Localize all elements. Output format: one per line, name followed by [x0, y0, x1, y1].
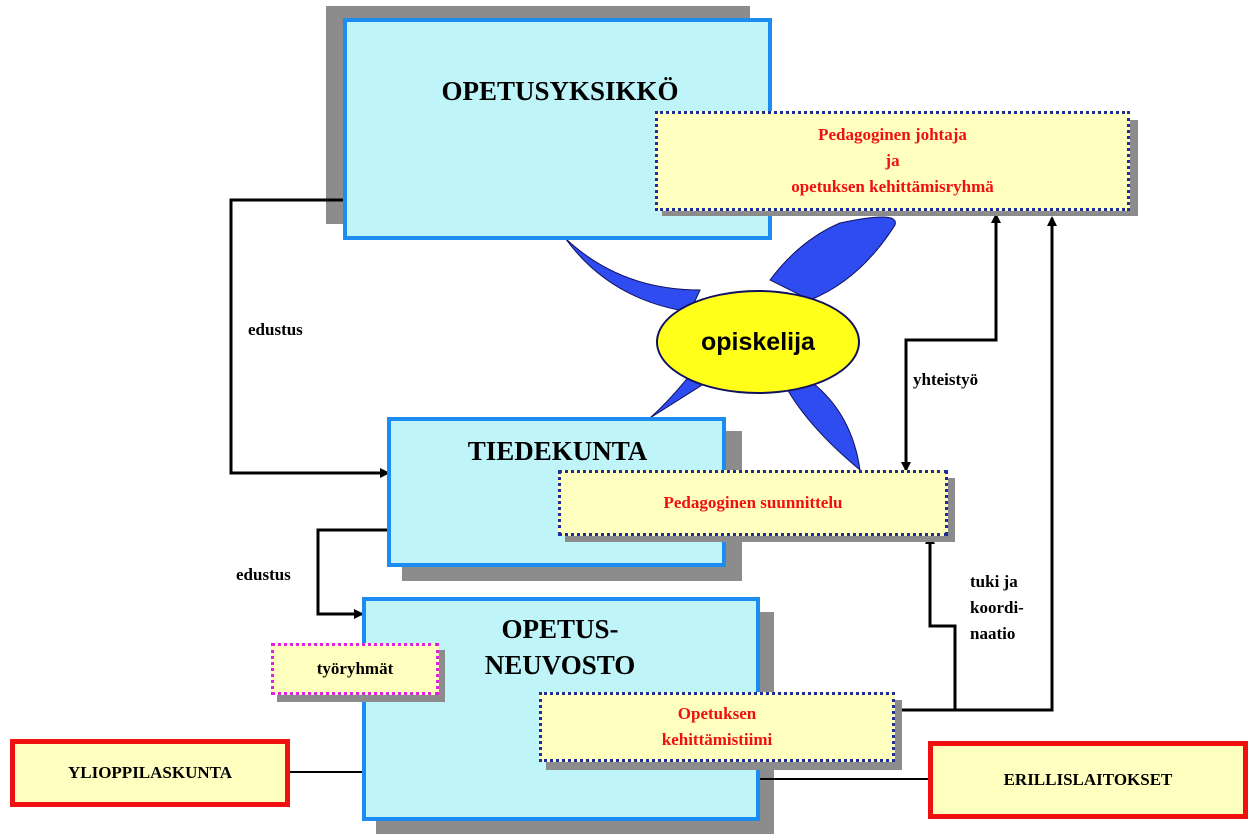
star-ray — [779, 367, 861, 472]
ylioppilaskunta-label: YLIOPPILASKUNTA — [67, 763, 233, 782]
kehittamistiimi-line1: Opetuksen — [677, 704, 757, 723]
opiskelija-label: opiskelija — [701, 327, 815, 356]
pedagoginen-johtaja-line1: Pedagoginen johtaja — [818, 125, 967, 144]
star-ray — [769, 216, 896, 301]
tuki-line3-label: naatio — [970, 624, 1016, 643]
opetusyksikko-title: OPETUSYKSIKKÖ — [441, 76, 679, 106]
tuki-line1-label: tuki ja — [970, 572, 1018, 591]
pedagoginen-suunnittelu-label: Pedagoginen suunnittelu — [663, 493, 843, 512]
pedagoginen-johtaja-line3: opetuksen kehittämisryhmä — [791, 177, 994, 196]
kehittamistiimi-note: Opetuksen kehittämistiimi — [539, 692, 895, 762]
opetusneuvosto-title-line2: NEUVOSTO — [484, 650, 636, 680]
erillislaitokset-box: ERILLISLAITOKSET — [928, 741, 1248, 819]
tuki-line2-label: koordi- — [970, 598, 1024, 617]
yhteistyo-label: yhteistyö — [913, 370, 979, 389]
pedagoginen-suunnittelu-note: Pedagoginen suunnittelu — [558, 470, 948, 536]
opetusneuvosto-title-line1: OPETUS- — [501, 614, 619, 644]
tyoryhmat-note: työryhmät — [271, 643, 439, 695]
pedagoginen-johtaja-line2: ja — [885, 151, 900, 170]
tiedekunta-title: TIEDEKUNTA — [467, 436, 648, 466]
kehittamistiimi-line2: kehittämistiimi — [661, 730, 773, 749]
edustus-top-label: edustus — [248, 320, 303, 339]
edustus-bottom-label: edustus — [236, 565, 291, 584]
pedagoginen-johtaja-note: Pedagoginen johtaja ja opetuksen kehittä… — [655, 111, 1130, 211]
opiskelija-ellipse: opiskelija — [656, 290, 860, 394]
tyoryhmat-label: työryhmät — [316, 659, 394, 678]
tiedekunta-box — [387, 417, 726, 567]
star-ray — [564, 237, 701, 313]
ylioppilaskunta-box: YLIOPPILASKUNTA — [10, 739, 290, 807]
erillislaitokset-label: ERILLISLAITOKSET — [1003, 770, 1173, 789]
